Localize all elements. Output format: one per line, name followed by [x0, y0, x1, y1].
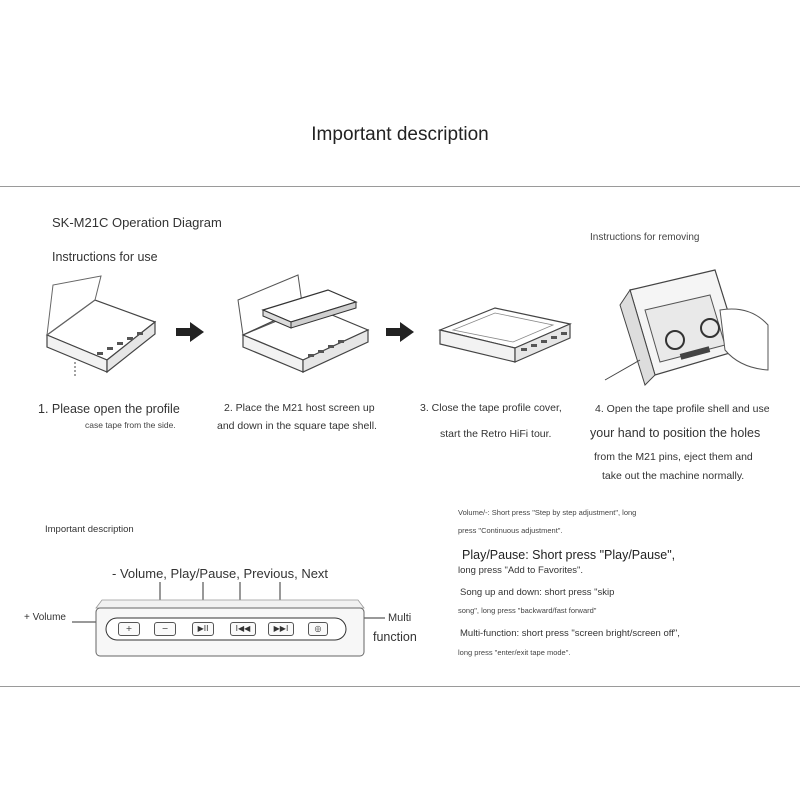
multi-function-button[interactable]: ◎: [308, 622, 328, 636]
diagram-title: SK-M21C Operation Diagram: [52, 215, 222, 230]
controls-top-label: - Volume, Play/Pause, Previous, Next: [112, 566, 329, 581]
remove-host-illustration: [604, 269, 769, 386]
step-2-line-2: and down in the square tape shell.: [217, 420, 377, 432]
top-divider: [0, 186, 800, 187]
instructions-title: Instructions for use: [52, 250, 158, 264]
multi-desc-1: Multi-function: short press "screen brig…: [460, 628, 680, 639]
place-host-illustration: [237, 274, 370, 373]
step-3-line-2: start the Retro HiFi tour.: [440, 428, 552, 440]
volume-plus-label: + Volume: [24, 612, 66, 623]
page-title: Important description: [311, 124, 489, 145]
removing-title: Instructions for removing: [590, 232, 700, 243]
arrow-right-icon: [386, 322, 414, 342]
step-2-line-1: 2. Place the M21 host screen up: [224, 402, 375, 414]
device-control-bar: + − ▶II I◀◀ ▶▶I ◎: [95, 596, 365, 658]
volume-desc-1: Volume/-: Short press "Step by step adju…: [458, 508, 637, 517]
next-button[interactable]: ▶▶I: [268, 622, 294, 636]
play-pause-button[interactable]: ▶II: [192, 622, 214, 636]
step-4-line-3: from the M21 pins, eject them and: [594, 451, 753, 463]
step-4-line-1: 4. Open the tape profile shell and use: [595, 403, 770, 415]
play-desc-2: long press "Add to Favorites".: [458, 565, 584, 576]
arrow-right-icon: [176, 322, 204, 342]
step-3-line-1: 3. Close the tape profile cover,: [420, 402, 562, 414]
step-1-line-1: 1. Please open the profile: [38, 402, 180, 416]
previous-button[interactable]: I◀◀: [230, 622, 256, 636]
multi-function-label-2: function: [373, 630, 417, 644]
multi-desc-2: long press "enter/exit tape mode".: [458, 648, 571, 657]
volume-up-button[interactable]: +: [118, 622, 140, 636]
song-desc-1: Song up and down: short press "skip: [460, 587, 615, 598]
multi-function-label-1: Multi: [388, 612, 412, 624]
closed-tape-illustration: [438, 307, 572, 363]
song-desc-2: song", long press "backward/fast forward…: [458, 606, 597, 615]
play-desc-1: Play/Pause: Short press "Play/Pause",: [462, 548, 676, 562]
bottom-divider: [0, 686, 800, 687]
open-shell-illustration: [45, 275, 157, 378]
step-4-line-4: take out the machine normally.: [602, 470, 745, 482]
step-1-line-2: case tape from the side.: [85, 420, 176, 430]
volume-desc-2: press "Continuous adjustment".: [458, 526, 563, 535]
step-4-line-2: your hand to position the holes: [590, 426, 761, 440]
volume-down-button[interactable]: −: [154, 622, 176, 636]
controls-title: Important description: [45, 524, 134, 535]
